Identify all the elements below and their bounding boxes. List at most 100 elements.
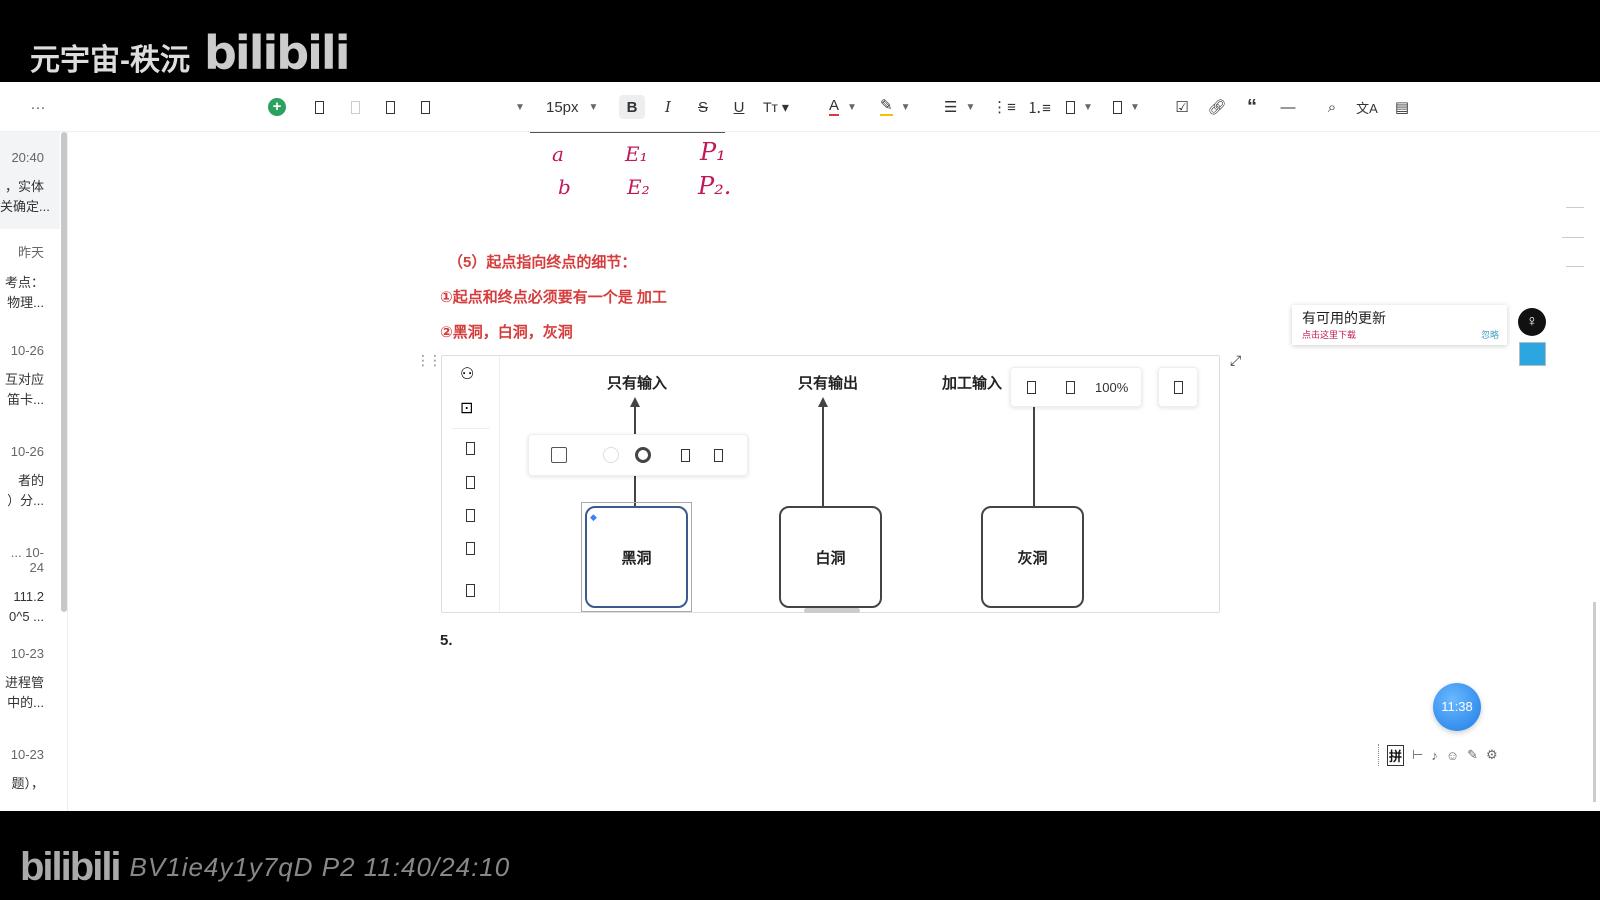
note-snippet: 进程管 bbox=[4, 675, 44, 690]
rectangle-tool-icon[interactable] bbox=[466, 476, 475, 489]
note-list-item[interactable]: 昨天考点：物理... bbox=[0, 242, 60, 313]
undo-button[interactable] bbox=[307, 95, 331, 119]
canvas-scrollbar[interactable] bbox=[804, 608, 860, 613]
connector-line[interactable] bbox=[822, 406, 824, 508]
ime-settings-icon[interactable]: ⚙ bbox=[1486, 747, 1498, 762]
bullet-list-button[interactable]: ⋮≡ bbox=[992, 95, 1016, 119]
sidebar-scrollbar[interactable] bbox=[61, 132, 67, 612]
numbered-list-button[interactable]: ⒈≡ bbox=[1027, 95, 1051, 119]
quote-icon: “ bbox=[1247, 95, 1257, 118]
ime-emoji-icon[interactable]: ☺ bbox=[1445, 747, 1460, 763]
quote-button[interactable]: “ bbox=[1240, 95, 1264, 119]
note-snippet: 物理... bbox=[7, 295, 44, 310]
anchor-icon: ◆ bbox=[590, 512, 597, 522]
outline-marker[interactable] bbox=[1566, 207, 1584, 208]
outline-marker[interactable] bbox=[1562, 237, 1584, 238]
assistant-icon[interactable] bbox=[1519, 342, 1546, 366]
fullscreen-button[interactable]: ⤢ bbox=[1230, 352, 1241, 369]
note-date: 10-26 bbox=[10, 343, 44, 358]
chevron-down-icon: ▼ bbox=[588, 101, 599, 113]
outline-marker[interactable] bbox=[1566, 266, 1584, 267]
connector-tool-icon[interactable] bbox=[466, 509, 475, 522]
highlight-dropdown[interactable]: ✎▼ bbox=[880, 97, 911, 116]
update-toast[interactable]: 有可用的更新 点击这里下载 忽略 bbox=[1292, 305, 1507, 345]
search-icon: ⌕ bbox=[1327, 98, 1337, 116]
pen-tool-icon[interactable] bbox=[466, 542, 475, 555]
find-button[interactable]: ⌕ bbox=[1320, 95, 1344, 119]
zoom-out-icon[interactable] bbox=[1027, 380, 1036, 394]
page-scrollbar[interactable] bbox=[1593, 602, 1596, 802]
format-painter-button[interactable] bbox=[378, 95, 402, 119]
ime-mode[interactable]: 拼 bbox=[1387, 744, 1405, 766]
italic-button[interactable]: I bbox=[665, 98, 671, 116]
image-icon[interactable]: ⊡ bbox=[460, 400, 474, 417]
timer-bubble[interactable]: 11:38 bbox=[1433, 683, 1481, 731]
border-style-icon[interactable] bbox=[635, 447, 651, 463]
note-snippet: 考点： bbox=[4, 275, 44, 290]
indent-dropdown[interactable]: ▼ bbox=[1066, 95, 1093, 119]
bullet-list-icon: ⋮≡ bbox=[992, 99, 1016, 116]
bulb-icon[interactable]: ♀ bbox=[1518, 308, 1546, 336]
font-size-value: 15px bbox=[546, 98, 579, 116]
note-snippet: 关确定... bbox=[0, 199, 50, 214]
strikethrough-button[interactable]: S bbox=[697, 98, 708, 116]
node-white-hole[interactable]: 白洞 bbox=[779, 506, 882, 608]
underline-button[interactable]: U bbox=[733, 98, 745, 116]
note-date: 10-23 bbox=[10, 646, 44, 661]
fill-style-icon[interactable] bbox=[551, 447, 567, 463]
align-dropdown[interactable]: ☰▼ bbox=[944, 99, 976, 116]
download-link[interactable]: 点击这里下载 bbox=[1302, 330, 1357, 340]
flowchart-canvas[interactable]: ⚇ ⊡ 只有输入 只有输出 加工输入 黑洞 ◆ 白洞 灰洞 bbox=[441, 355, 1220, 613]
link-icon: 🔗︎ bbox=[1207, 99, 1227, 116]
note-snippet: 111.2 bbox=[13, 589, 44, 604]
point-1: ①起点和终点必须要有一个是 加工 bbox=[440, 289, 667, 306]
link-button[interactable]: 🔗︎ bbox=[1205, 95, 1229, 119]
text-color-icon: A bbox=[829, 97, 840, 116]
redo-button[interactable] bbox=[343, 95, 367, 119]
text-style-dropdown[interactable]: Tᴛ ▾ bbox=[763, 95, 789, 119]
text-tool-icon[interactable] bbox=[466, 442, 475, 455]
insert-button[interactable]: + bbox=[265, 95, 289, 119]
font-size-dropdown[interactable]: 15px ▼ bbox=[546, 95, 598, 119]
fill-color-icon[interactable] bbox=[603, 447, 619, 463]
table-dropdown[interactable]: ▼ bbox=[1113, 95, 1140, 119]
note-list-item[interactable]: 20:40，实体关确定... bbox=[0, 132, 60, 229]
node-black-hole[interactable]: 黑洞 bbox=[585, 506, 688, 608]
checkbox-button[interactable]: ☑ bbox=[1170, 95, 1194, 119]
diagram-settings-button[interactable] bbox=[1158, 367, 1198, 407]
connector-line[interactable] bbox=[1033, 406, 1035, 508]
node-grey-hole[interactable]: 灰洞 bbox=[981, 506, 1084, 608]
note-app: ··· + ▼ 15px▼ B I S U Tᴛ ▾ A▼ ✎▼ ☰▼ ⋮≡ ⒈… bbox=[0, 82, 1600, 811]
translate-button[interactable]: 文A bbox=[1355, 95, 1379, 119]
text-color-dropdown[interactable]: A▼ bbox=[829, 97, 857, 116]
ime-voice-icon[interactable]: ♪ bbox=[1431, 747, 1438, 763]
eraser-icon bbox=[420, 100, 430, 114]
line-style-icon[interactable] bbox=[681, 448, 690, 462]
ignore-link[interactable]: 忽略 bbox=[1480, 330, 1499, 340]
ime-punct-icon[interactable]: ⊢ bbox=[1412, 747, 1424, 762]
more-style-icon[interactable] bbox=[714, 448, 723, 462]
more-button[interactable]: ··· bbox=[30, 98, 46, 116]
ime-skin-icon[interactable]: ✎ bbox=[1467, 747, 1479, 762]
document-icon: ▤ bbox=[1394, 99, 1410, 116]
bold-button[interactable]: B bbox=[619, 95, 645, 119]
note-snippet: 中的... bbox=[7, 695, 44, 710]
zoom-in-icon[interactable] bbox=[1066, 380, 1075, 394]
table-rule bbox=[530, 132, 725, 133]
drag-handle-icon[interactable]: ⋮⋮ bbox=[416, 352, 442, 368]
divider-button[interactable]: — bbox=[1276, 95, 1300, 119]
note-date: 10-23 bbox=[10, 747, 44, 762]
clear-format-button[interactable] bbox=[413, 95, 437, 119]
note-snippet: ，实体 bbox=[4, 179, 44, 194]
note-list-item[interactable]: 10-23 进程管中的... bbox=[0, 646, 60, 713]
outline-button[interactable]: ▤ bbox=[1390, 95, 1414, 119]
handwriting: a bbox=[552, 142, 564, 166]
font-family-dropdown[interactable]: ▼ bbox=[515, 101, 525, 113]
more-tools-icon[interactable] bbox=[466, 584, 475, 597]
shape-library-icon[interactable]: ⚇ bbox=[460, 366, 475, 383]
